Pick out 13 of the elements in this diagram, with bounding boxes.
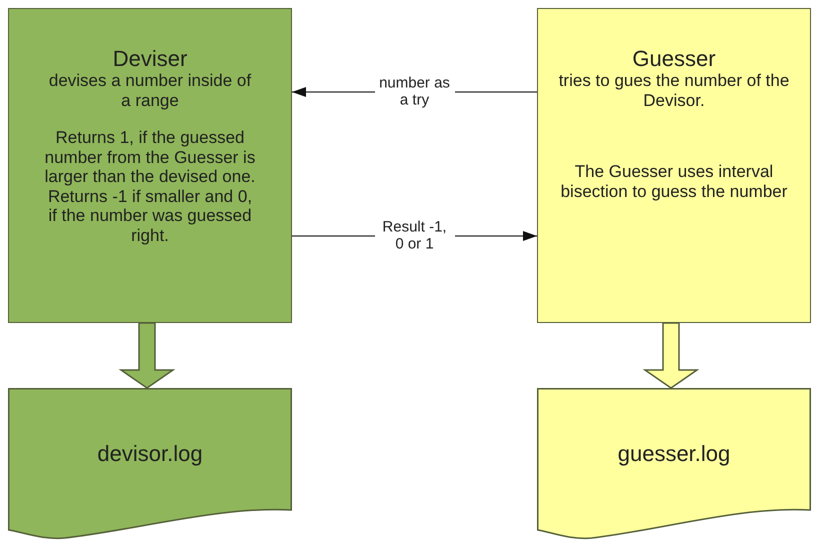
block-arrow (118, 322, 176, 389)
document-label: guesser.log (618, 441, 730, 467)
process-box (537, 8, 811, 323)
box-description: Returns 1, if the guessed number from the Guesser is larger than the devised one. Returns -1 if smaller and 0, if the number was guessed right. (44, 128, 256, 246)
box-description: devises a number inside of a range (48, 71, 252, 110)
process-box (8, 8, 292, 323)
box-title: Deviser (112, 47, 188, 72)
block-arrow (642, 322, 700, 389)
document-label: devisor.log (97, 441, 203, 467)
box-title: Guesser (632, 47, 716, 72)
box-description: tries to gues the number of the Devisor. (558, 71, 790, 110)
edge-label: number as a try (374, 76, 454, 108)
box-description: The Guesser uses interval bisection to guess the number (560, 162, 788, 202)
